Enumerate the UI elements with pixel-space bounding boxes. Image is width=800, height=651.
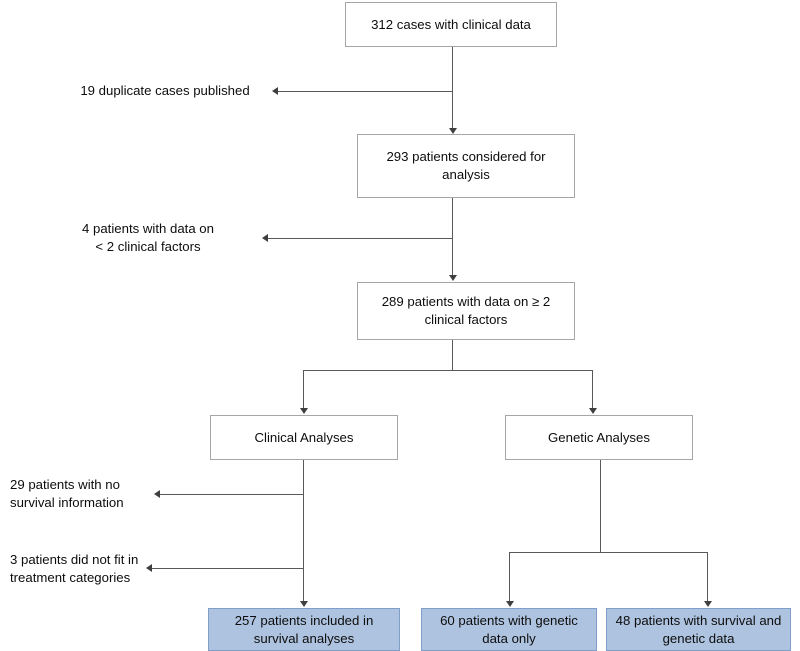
connector-withdata-to-split: [452, 340, 453, 371]
node-genetic-analyses: Genetic Analyses: [505, 415, 693, 460]
arrowhead-no-treatment-category: [146, 564, 152, 572]
connector-genetic-split-right: [707, 552, 708, 602]
node-patients-with-data: 289 patients with data on ≥ 2 clinical f…: [357, 282, 575, 340]
node-survival-analyses-included: 257 patients included in survival analys…: [208, 608, 400, 651]
connector-duplicates: [278, 91, 453, 92]
connector-insufficient-factors: [268, 238, 453, 239]
arrowhead-genetic-data-only: [506, 601, 514, 607]
connector-start-to-considered: [452, 47, 453, 129]
arrowhead-insufficient-factors: [262, 234, 268, 242]
node-considered-for-analysis: 293 patients considered for analysis: [357, 134, 575, 198]
connector-no-treatment-category: [152, 568, 304, 569]
arrowhead-genetic-analyses: [589, 408, 597, 414]
connector-genetic-trunk: [600, 460, 601, 553]
node-survival-and-genetic-data: 48 patients with survival and genetic da…: [606, 608, 791, 651]
arrowhead-survival-analyses: [300, 601, 308, 607]
node-genetic-data-only: 60 patients with genetic data only: [421, 608, 597, 651]
node-clinical-analyses: Clinical Analyses: [210, 415, 398, 460]
label-insufficient-clinical-factors: 4 patients with data on < 2 clinical fac…: [82, 221, 214, 255]
label-duplicate-cases: 19 duplicate cases published: [80, 83, 250, 98]
arrowhead-duplicates: [272, 87, 278, 95]
connector-genetic-split-left: [509, 552, 510, 602]
arrowhead-clinical-analyses: [300, 408, 308, 414]
connector-split-right: [592, 370, 593, 409]
arrowhead-considered: [449, 128, 457, 134]
connector-split-horizontal: [303, 370, 593, 371]
connector-clinical-trunk: [303, 460, 304, 602]
arrowhead-survival-and-genetic: [704, 601, 712, 607]
arrowhead-withdata: [449, 275, 457, 281]
connector-no-survival-information: [160, 494, 304, 495]
node-start: 312 cases with clinical data: [345, 2, 557, 47]
label-no-treatment-category: 3 patients did not fit in treatment cate…: [10, 552, 139, 586]
connector-split-left: [303, 370, 304, 409]
label-no-survival-information: 29 patients with no survival information: [10, 477, 124, 511]
connector-considered-to-withdata: [452, 198, 453, 276]
connector-genetic-split-horizontal: [509, 552, 707, 553]
arrowhead-no-survival-information: [154, 490, 160, 498]
